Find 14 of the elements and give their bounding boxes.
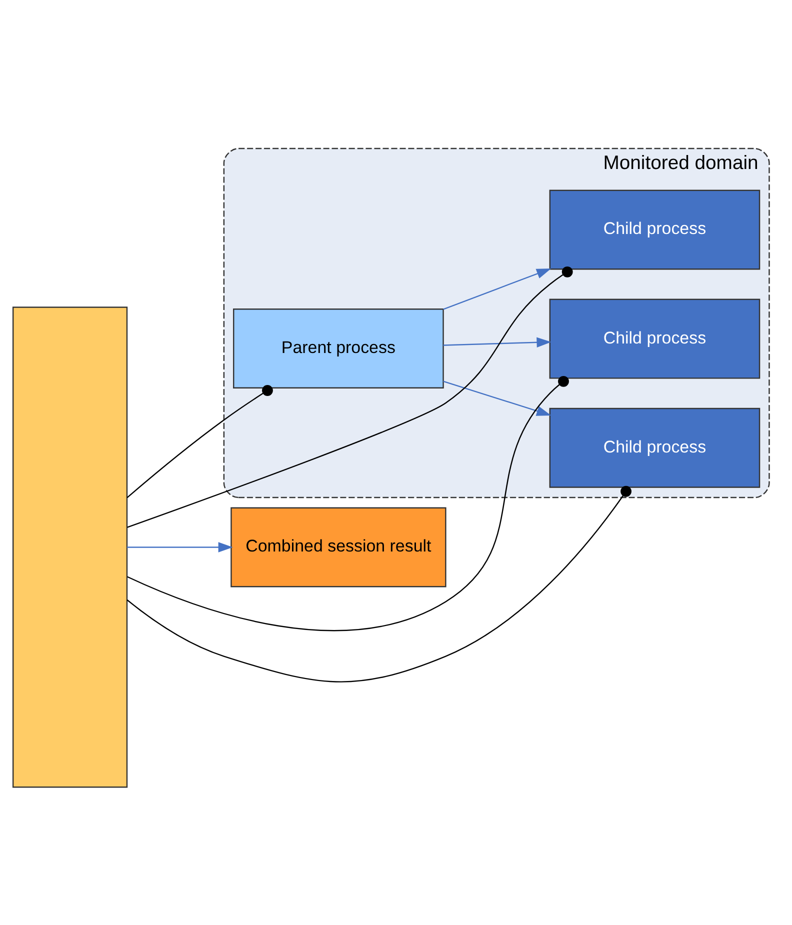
connector (127, 375, 569, 631)
node-box: Child process (549, 407, 760, 488)
arrow (443, 380, 552, 416)
arrow (443, 268, 552, 310)
arrow (443, 336, 552, 347)
node-box: Parent process (233, 308, 444, 388)
connector (127, 266, 573, 528)
connector (126, 485, 632, 682)
node-box: Child process (549, 189, 760, 270)
arrow (127, 542, 233, 552)
node-box: Child process (549, 298, 760, 378)
node-box (12, 306, 128, 788)
connector (126, 384, 273, 498)
node-box: Combined session result (230, 506, 446, 587)
